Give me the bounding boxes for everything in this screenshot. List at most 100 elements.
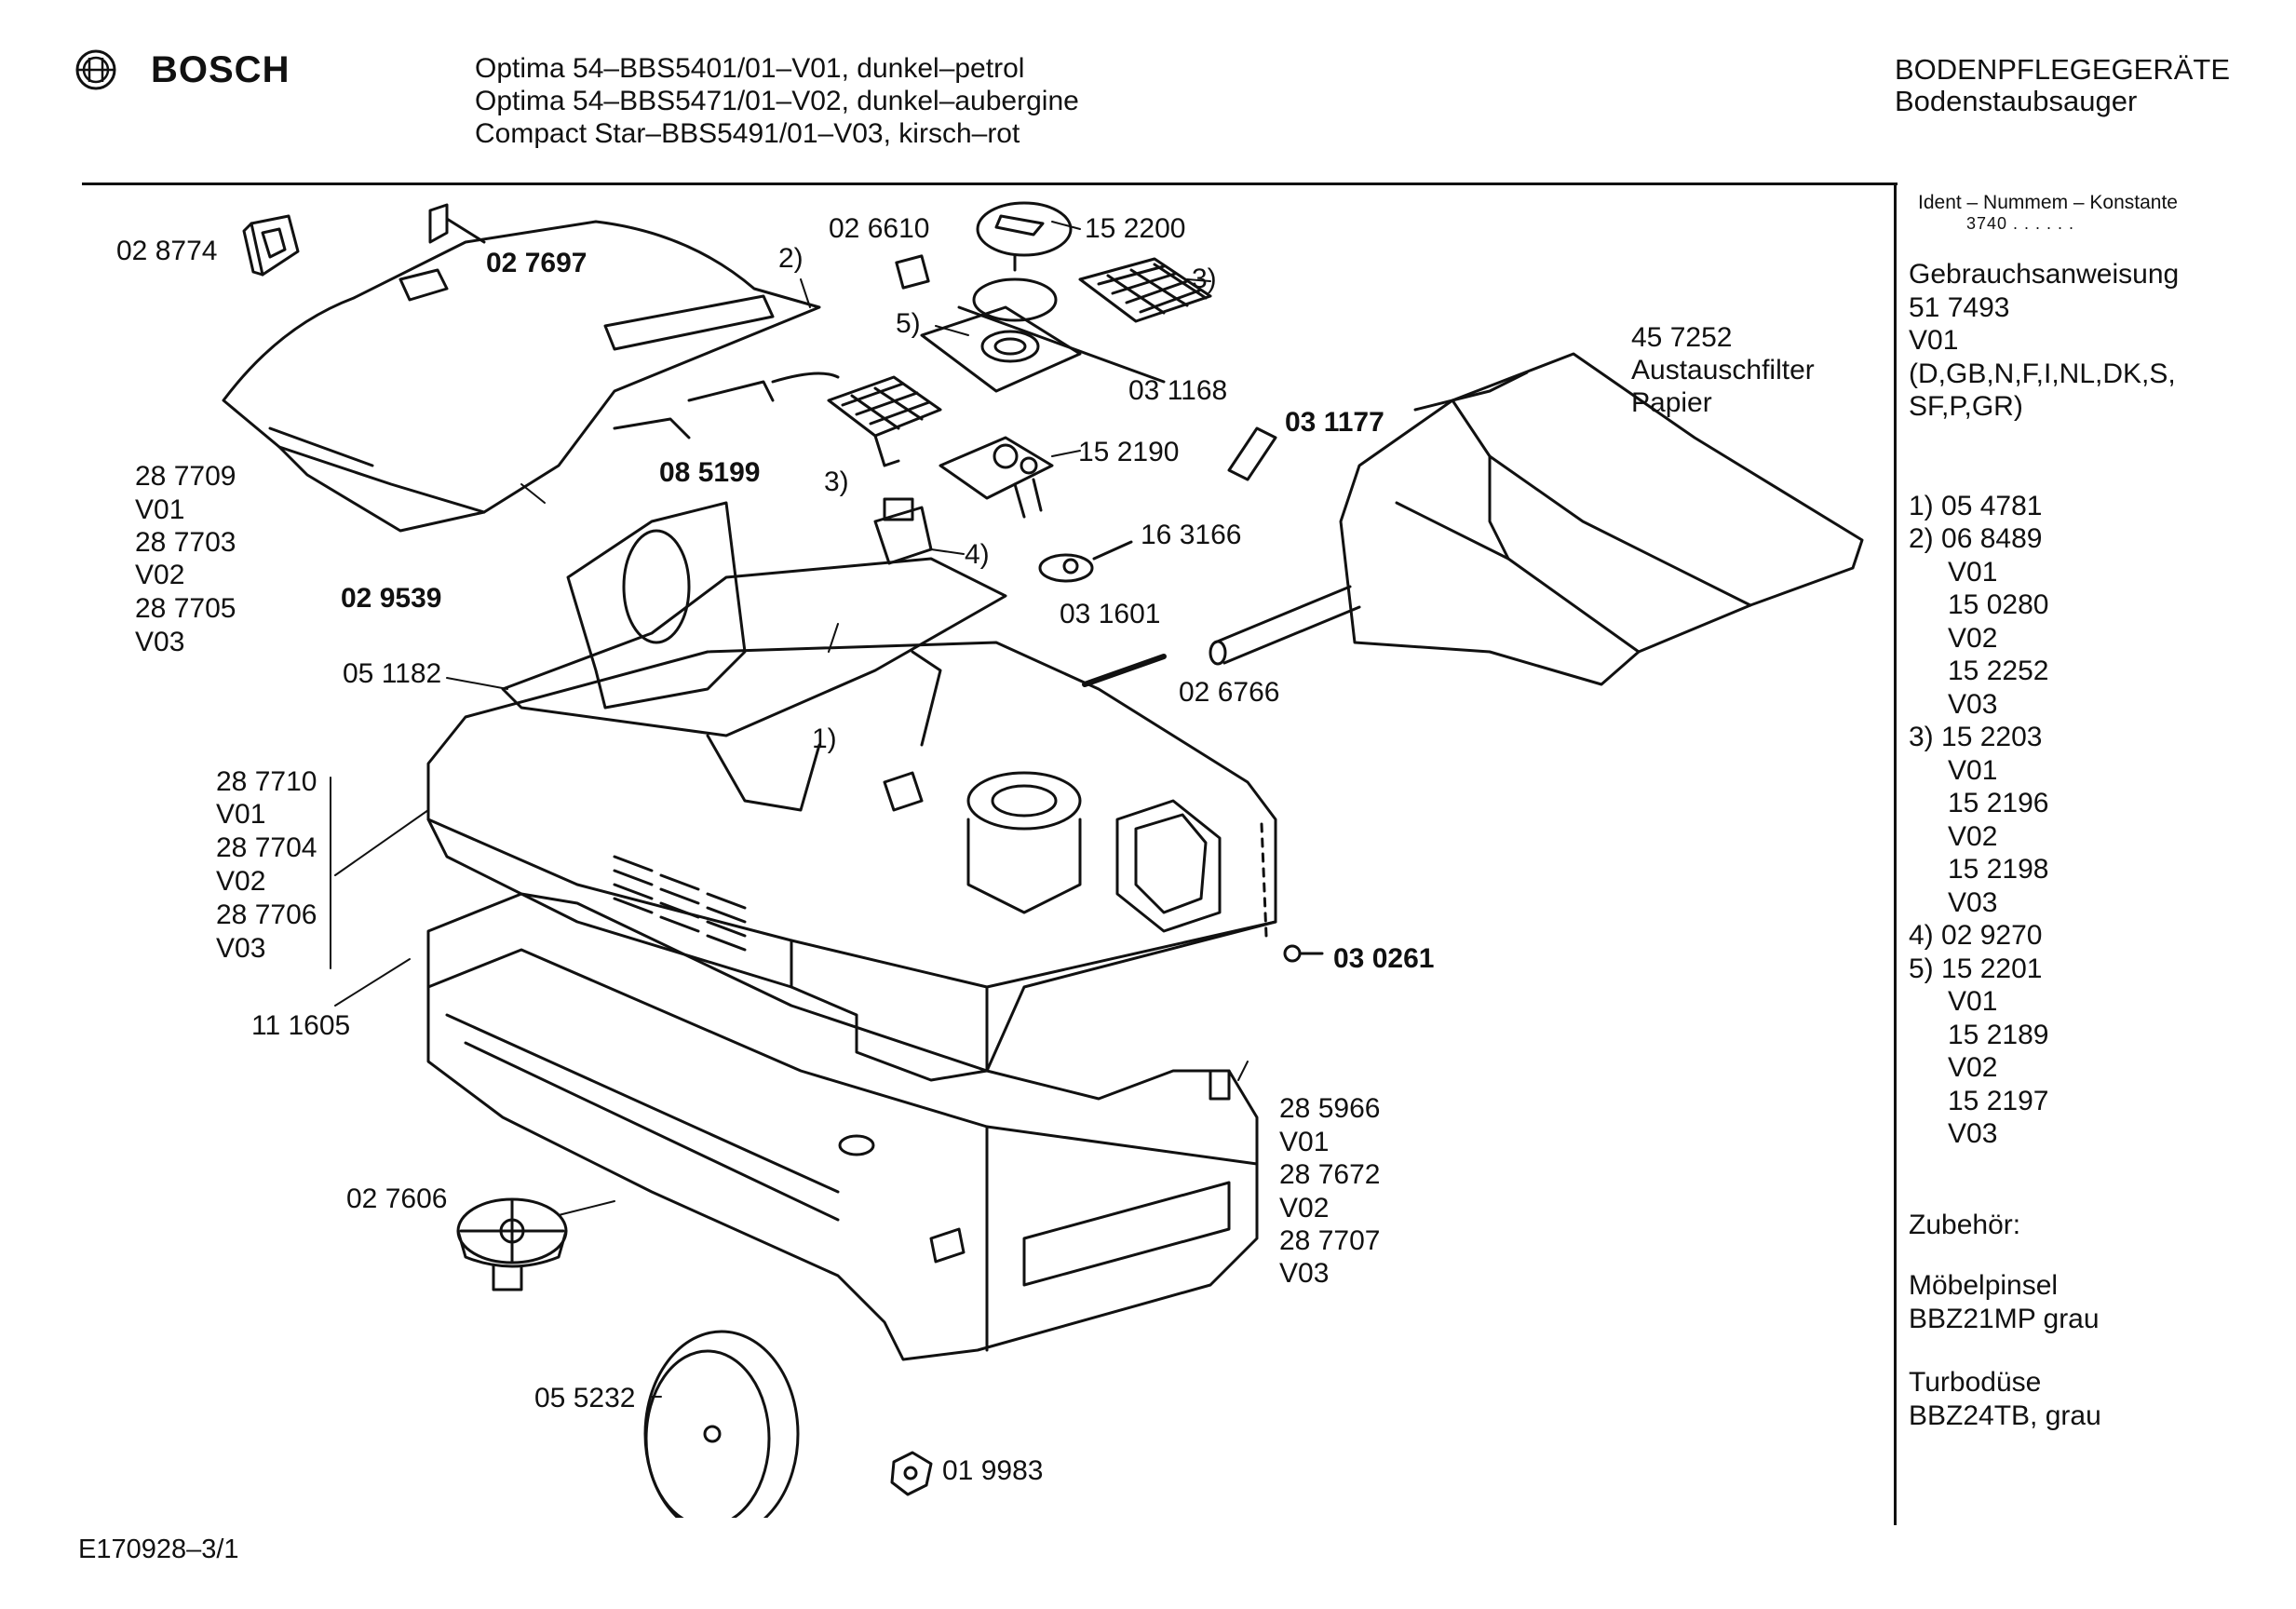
part-bag-frame [501,501,1007,812]
label-v01: V01 [1279,1127,1330,1157]
label-163166: 16 3166 [1141,520,1242,550]
bosch-logo: BOSCH [74,48,290,91]
label-287672: 28 7672 [1279,1159,1381,1190]
label-152190: 15 2190 [1078,437,1180,467]
label-v02: V02 [135,560,185,590]
label-031177: 03 1177 [1285,407,1384,438]
brand-name: BOSCH [151,48,290,90]
part-variant: V03 [1948,1118,1998,1149]
accessory-code: BBZ21MP grau [1909,1303,2100,1334]
label-285966: 28 5966 [1279,1093,1381,1124]
label-031168: 03 1168 [1128,375,1228,406]
label-v03: V03 [216,933,266,964]
label-051182: 05 1182 [343,658,442,689]
drawing-id: E170928–3/1 [78,1535,239,1564]
label-v02: V02 [1279,1193,1330,1224]
part-ref: 15 2196 [1948,788,2049,818]
label-v01: V01 [216,799,266,830]
part-026766-hose [1209,585,1361,666]
label-287705: 28 7705 [135,593,236,624]
manual-number: 51 7493 [1909,291,2010,323]
part-ref: 2) 06 8489 [1909,523,2043,554]
part-055232-wheel [643,1330,800,1518]
manual-variant: V01 [1909,325,1959,356]
label-287704: 28 7704 [216,832,317,863]
model-line: Optima 54–BBS5401/01–V01, dunkel–petrol [475,53,1025,84]
part-031177 [1227,426,1277,481]
label-v03: V03 [135,627,185,657]
label-026610: 02 6610 [829,213,930,244]
part-163166 [1038,540,1133,583]
part-switch-plate [920,305,1166,393]
part-filter-grid [827,375,942,467]
accessory-name: Möbelpinsel [1909,1270,2059,1301]
label-029539: 02 9539 [341,583,442,614]
label-v02: V02 [216,866,266,897]
label-457252: 45 7252 [1631,322,1733,353]
part-ref: 15 2189 [1948,1019,2049,1050]
manual-languages: SF,P,GR) [1909,391,2023,422]
part-filter-grid [1078,257,1212,323]
label-ref-1: 1) [812,723,837,754]
part-ref: 1) 05 4781 [1909,490,2043,521]
label-019983: 01 9983 [942,1455,1044,1486]
model-line: Optima 54–BBS5471/01–V02, dunkel–aubergi… [475,86,1079,116]
part-variant: V03 [1948,886,1998,918]
label-ref-4: 4) [965,539,990,570]
part-030261-screw [1260,822,1324,963]
ident-label: Ident – Nummem – Konstante [1918,192,2178,213]
label-111605: 11 1605 [251,1010,351,1041]
part-ref: 15 2198 [1948,854,2049,885]
part-ref: 15 0280 [1948,589,2049,620]
part-ref: 3) 15 2203 [1909,722,2043,752]
header-rule [82,183,1898,185]
label-026766: 02 6766 [1179,677,1280,708]
manual-title: Gebrauchsanweisung [1909,259,2180,290]
label-ref-2: 2) [778,243,804,274]
part-variant: V01 [1948,754,1998,786]
part-457252-paper-filter [1339,352,1864,686]
accessory-name: Turbodüse [1909,1367,2042,1398]
part-ref: 15 2252 [1948,656,2049,686]
label-028774: 02 8774 [116,236,218,266]
label-ref-3b: 3) [824,466,849,497]
part-027606-caster [456,1197,568,1291]
leader-lines [330,221,1249,1398]
part-variant: V02 [1948,1052,1998,1083]
part-base [426,892,1259,1361]
label-austauschfilter: Austauschfilter [1631,355,1815,385]
part-pushbutton [873,497,933,565]
part-ref: 15 2197 [1948,1085,2049,1116]
label-papier: Papier [1631,387,1712,418]
category-subtitle: Bodenstaubsauger [1895,85,2138,117]
category-block: BODENPFLEGEGERÄTE Bodenstaubsauger [1895,54,2230,117]
label-287703: 28 7703 [135,527,236,558]
part-028774-clip [242,214,300,277]
label-v03: V03 [1279,1258,1330,1289]
label-031601: 03 1601 [1060,599,1161,629]
part-variant: V02 [1948,622,1998,654]
parts-side-panel: Ident – Nummem – Konstante 3740 . . . . … [1909,192,2290,1432]
label-027697: 02 7697 [486,248,588,278]
part-motor-housing [426,641,1277,1082]
ident-value: 3740 . . . . . . [1966,214,2075,233]
label-287710: 28 7710 [216,766,317,797]
label-287706: 28 7706 [216,899,317,930]
label-030261: 03 0261 [1333,943,1435,974]
label-152200: 15 2200 [1085,213,1186,244]
label-085199: 08 5199 [659,457,761,488]
side-panel-rule [1894,184,1897,1525]
label-ref-5: 5) [896,308,921,339]
label-287709: 28 7709 [135,461,236,492]
part-ref: 4) 02 9270 [1909,920,2043,951]
part-027697-bracket [428,203,486,244]
part-lid [222,220,840,533]
part-variant: V02 [1948,820,1998,852]
label-287707: 28 7707 [1279,1225,1381,1256]
manual-languages: (D,GB,N,F,I,NL,DK,S, [1909,358,2176,389]
part-152190-switch [939,436,1054,519]
part-variant: V03 [1948,688,1998,720]
part-variant: V01 [1948,986,1998,1017]
bosch-armature-icon [75,49,116,90]
accessory-code: BBZ24TB, grau [1909,1399,2101,1431]
